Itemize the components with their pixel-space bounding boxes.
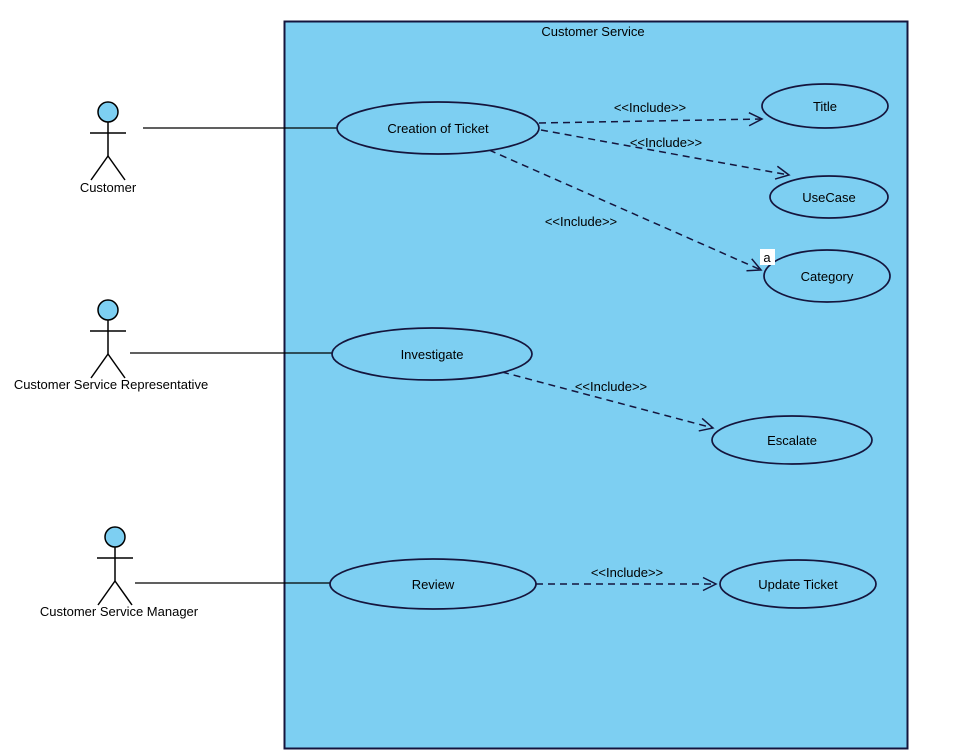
usecase-ellipse	[763, 249, 891, 303]
usecase-ellipse	[331, 327, 533, 381]
actor-label: Customer Service Representative	[14, 377, 208, 392]
usecase-label: Creation of Ticket	[387, 121, 489, 136]
actor-head-icon	[97, 101, 119, 123]
system-boundary-title: Customer Service	[541, 24, 644, 39]
actor-leg-icon	[97, 580, 116, 606]
actor-label: Customer Service Manager	[40, 604, 199, 619]
actor-leg-icon	[90, 353, 109, 379]
actor-customer-service-representative: Customer Service Representative	[14, 299, 208, 392]
annotation-background	[760, 249, 775, 265]
usecase-label: Investigate	[401, 347, 464, 362]
annotation-label: a	[763, 250, 771, 265]
actor-leg-icon	[107, 353, 126, 379]
actor-leg-icon	[114, 580, 133, 606]
actor-leg-icon	[107, 155, 126, 181]
include-label: <<Include>>	[591, 565, 663, 580]
usecase-investigate: Investigate	[331, 327, 533, 381]
usecase-label: Update Ticket	[758, 577, 838, 592]
usecase-ellipse	[761, 83, 889, 129]
usecase-creation-of-ticket: Creation of Ticket	[336, 101, 540, 155]
actor-head-icon	[97, 299, 119, 321]
include-label: <<Include>>	[575, 379, 647, 394]
actor-customer: Customer	[80, 101, 137, 195]
usecase-category: Category	[763, 249, 891, 303]
include-edge-creation-usecase	[540, 129, 791, 180]
usecase-ellipse	[769, 175, 889, 219]
usecase-ellipse	[711, 415, 873, 465]
include-label: <<Include>>	[545, 214, 617, 229]
include-label: <<Include>>	[614, 100, 686, 115]
actor-customer-service-manager: Customer Service Manager	[40, 526, 199, 619]
usecase-label: UseCase	[802, 190, 855, 205]
usecase-label: Escalate	[767, 433, 817, 448]
usecase-title: Title	[761, 83, 889, 129]
actor-label: Customer	[80, 180, 137, 195]
usecase-update-ticket: Update Ticket	[719, 559, 877, 609]
usecase-label: Category	[801, 269, 854, 284]
usecase-ellipse	[719, 559, 877, 609]
usecase-usecase: UseCase	[769, 175, 889, 219]
include-edge-creation-title	[538, 112, 764, 127]
include-label: <<Include>>	[630, 135, 702, 150]
usecase-label: Review	[412, 577, 455, 592]
include-edge-investigate-escalate	[501, 371, 715, 432]
usecase-ellipse	[336, 101, 540, 155]
annotation-a: a	[760, 249, 775, 265]
include-edge-creation-category	[488, 149, 763, 272]
usecase-label: Title	[813, 99, 837, 114]
usecase-review: Review	[329, 558, 537, 610]
usecase-ellipse	[329, 558, 537, 610]
actor-leg-icon	[90, 155, 109, 181]
usecase-escalate: Escalate	[711, 415, 873, 465]
actor-head-icon	[104, 526, 126, 548]
